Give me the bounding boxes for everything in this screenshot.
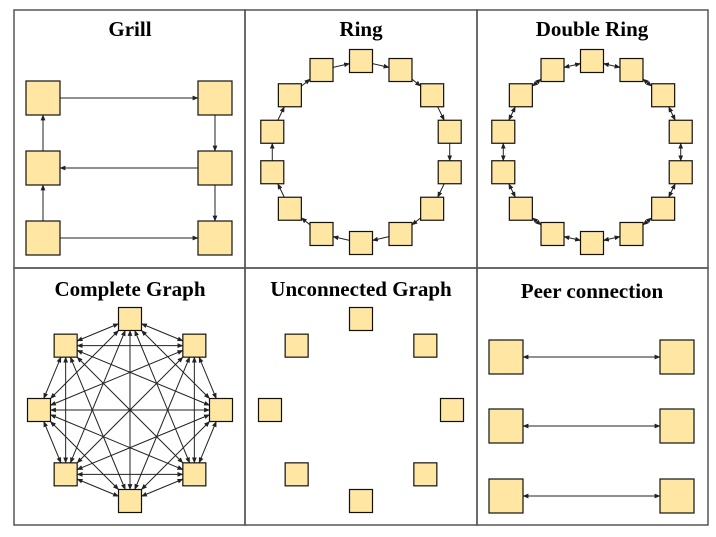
double-ring-edge: [602, 62, 621, 69]
double-ring-node: [579, 48, 605, 74]
unconnected-graph-node: [348, 306, 374, 332]
unconnected-graph-node: [348, 488, 374, 514]
ring-edge: [300, 217, 311, 226]
double-ring-edge: [642, 217, 653, 226]
complete-graph-node: [182, 462, 207, 487]
ring-node: [260, 160, 285, 185]
complete-graph-node: [53, 333, 78, 358]
ring-node: [348, 48, 374, 74]
unconnected-graph-node: [439, 397, 465, 423]
panel-border-peer-connection: [476, 267, 709, 526]
ring-edge: [332, 62, 351, 68]
complete-graph-node: [182, 333, 207, 358]
peer-node: [488, 478, 524, 514]
double-ring-edge: [531, 78, 542, 87]
double-ring-edge: [642, 78, 653, 87]
ring-edge: [411, 217, 421, 226]
ring-edge: [332, 235, 350, 241]
ring-node: [437, 119, 462, 144]
peer-node: [659, 339, 695, 375]
complete-graph-node: [208, 397, 234, 423]
complete-graph-edge: [198, 356, 217, 400]
double-ring-node: [668, 119, 693, 144]
double-ring-node: [651, 83, 676, 108]
double-ring-node: [491, 160, 516, 185]
peer-node: [659, 408, 695, 444]
unconnected-graph-node: [257, 397, 283, 423]
complete-graph-edge: [43, 420, 62, 464]
double-ring-node: [540, 57, 565, 83]
double-ring-edge: [668, 106, 676, 121]
double-ring-node: [508, 196, 533, 221]
double-ring-edge: [563, 235, 582, 242]
double-ring-edge: [508, 183, 516, 198]
double-ring-node: [579, 230, 605, 256]
panel-title-peer-connection: Peer connection: [521, 279, 664, 303]
double-ring-edge: [563, 62, 582, 69]
panel-title-complete-graph: Complete Graph: [54, 277, 205, 301]
ring-node: [348, 230, 374, 256]
unconnected-graph-node: [284, 462, 309, 487]
ring-edge: [277, 106, 285, 121]
ring-edge: [277, 183, 285, 198]
double-ring-node: [619, 57, 644, 83]
double-ring-node: [619, 221, 644, 247]
complete-graph-edge: [43, 356, 62, 400]
ring-node: [420, 83, 445, 108]
ring-node: [309, 221, 334, 247]
ring-edge: [371, 236, 390, 242]
complete-graph-node: [53, 462, 78, 487]
ring-edge: [437, 183, 445, 198]
grill-node: [25, 80, 61, 116]
peer-node: [488, 408, 524, 444]
complete-graph-node: [117, 488, 143, 514]
complete-graph-node: [26, 397, 52, 423]
complete-graph-edge: [198, 420, 217, 464]
double-ring-node: [651, 196, 676, 221]
unconnected-graph-node: [413, 462, 438, 487]
ring-node: [388, 221, 413, 247]
complete-graph-edge: [140, 323, 184, 342]
double-ring-node: [668, 160, 693, 185]
ring-node: [277, 83, 302, 108]
ring-edge: [372, 63, 390, 69]
peer-node: [659, 478, 695, 514]
complete-graph-edge: [140, 478, 184, 497]
unconnected-graph-node: [284, 333, 309, 358]
panel-title-ring: Ring: [339, 17, 383, 41]
double-ring-edge: [668, 183, 676, 198]
grill-node: [25, 220, 61, 256]
double-ring-node: [508, 83, 533, 108]
ring-edge: [411, 78, 422, 87]
ring-node: [437, 160, 462, 185]
ring-edge: [437, 106, 445, 121]
ring-node: [277, 196, 302, 221]
peer-node: [488, 339, 524, 375]
panel-title-unconnected-graph: Unconnected Graph: [270, 277, 452, 301]
double-ring-edge: [508, 106, 516, 121]
grill-node: [25, 150, 61, 186]
complete-graph-node: [117, 306, 143, 332]
double-ring-edge: [602, 235, 621, 242]
double-ring-node: [491, 119, 516, 144]
ring-node: [420, 196, 445, 221]
double-ring-node: [540, 221, 565, 247]
grill-node: [197, 220, 233, 256]
double-ring-edge: [531, 217, 542, 226]
grill-node: [197, 80, 233, 116]
panel-border-unconnected-graph: [244, 267, 478, 526]
complete-graph-edge: [76, 323, 120, 342]
ring-node: [260, 119, 285, 144]
grill-node: [197, 150, 233, 186]
ring-edge: [301, 78, 311, 87]
panel-title-grill: Grill: [108, 17, 151, 41]
unconnected-graph-node: [413, 333, 438, 358]
ring-node: [388, 57, 413, 83]
ring-node: [309, 57, 334, 83]
complete-graph-edge: [69, 356, 126, 491]
complete-graph-edge: [76, 478, 120, 497]
panel-title-double-ring: Double Ring: [536, 17, 649, 41]
